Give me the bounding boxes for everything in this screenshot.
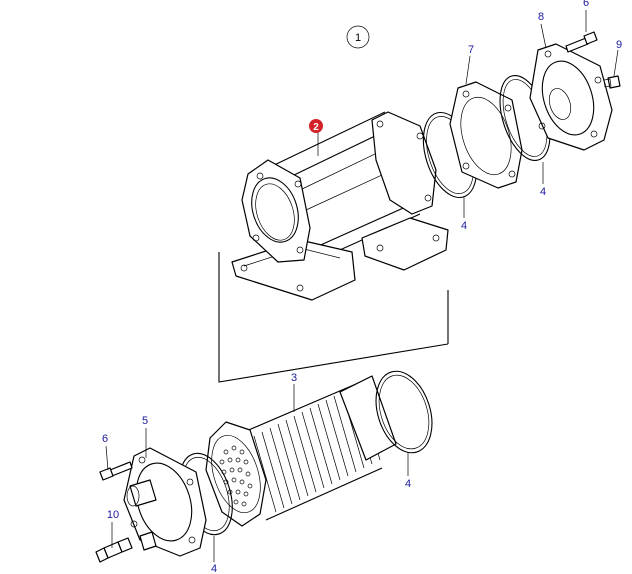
callout-label-4-upper-right: 4 [540,186,546,198]
gasket-plate [449,81,523,189]
callout-label-9: 9 [616,39,622,51]
nipple-fitting [95,537,133,563]
callout-label-2: 2 [313,122,319,133]
tube-stack-insert [205,375,397,527]
callout-label-7: 7 [468,44,474,56]
view-number-marker: 1 [346,25,370,49]
callout-label-4-lower-left: 4 [211,563,217,574]
callout-label-5: 5 [142,415,148,427]
callout-label-4-lower-right: 4 [405,478,411,490]
end-cover-lower [123,447,207,557]
plug-upper [603,75,621,89]
assembly-bracket [218,252,449,383]
cooler-housing [231,111,449,301]
screw-upper [565,31,598,53]
view-number-label: 1 [355,32,361,44]
callout-label-6-upper: 6 [583,0,589,9]
callout-label-10: 10 [107,509,119,521]
o-ring-lower-rear [375,370,433,454]
screw-lower [99,461,133,481]
end-cover-upper [529,43,613,151]
leader-lines [105,10,619,562]
callout-label-4-upper-left: 4 [461,220,467,232]
callout-part-2: 2 [309,119,323,133]
callout-label-6-lower: 6 [102,433,108,445]
callout-label-3: 3 [291,372,297,384]
callout-label-8: 8 [538,11,544,23]
